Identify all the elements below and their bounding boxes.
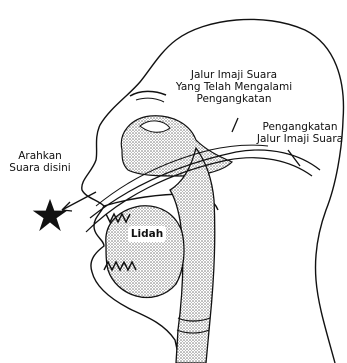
brow-line xyxy=(136,98,164,102)
leader-line-upper xyxy=(232,118,238,132)
nasal-cavity xyxy=(121,116,232,176)
raising-label-line-2: Jalur Imaji Suara xyxy=(254,133,346,145)
raised-path-label-line-3: Pengangkatan xyxy=(168,93,300,105)
direction-arrow xyxy=(62,192,96,210)
eye-line xyxy=(130,91,166,96)
direct-sound-label-line-2: Suara disini xyxy=(4,162,76,174)
star-icon xyxy=(34,200,66,230)
tongue-shape xyxy=(106,206,184,298)
tongue-label: Lidah xyxy=(128,228,166,240)
direction-arrowhead xyxy=(62,202,72,211)
direct-sound-label-line-1: Arahkan xyxy=(4,150,76,162)
raised-path-label-line-1: Jalur Imaji Suara xyxy=(168,69,300,81)
raised-path-label: Jalur Imaji Suara Yang Telah Mengalami P… xyxy=(168,69,300,105)
raising-label-line-1: Pengangkatan xyxy=(254,121,346,133)
raised-path-label-line-2: Yang Telah Mengalami xyxy=(168,81,300,93)
direct-sound-label: Arahkan Suara disini xyxy=(4,150,76,174)
raising-label: Pengangkatan Jalur Imaji Suara xyxy=(254,121,346,145)
